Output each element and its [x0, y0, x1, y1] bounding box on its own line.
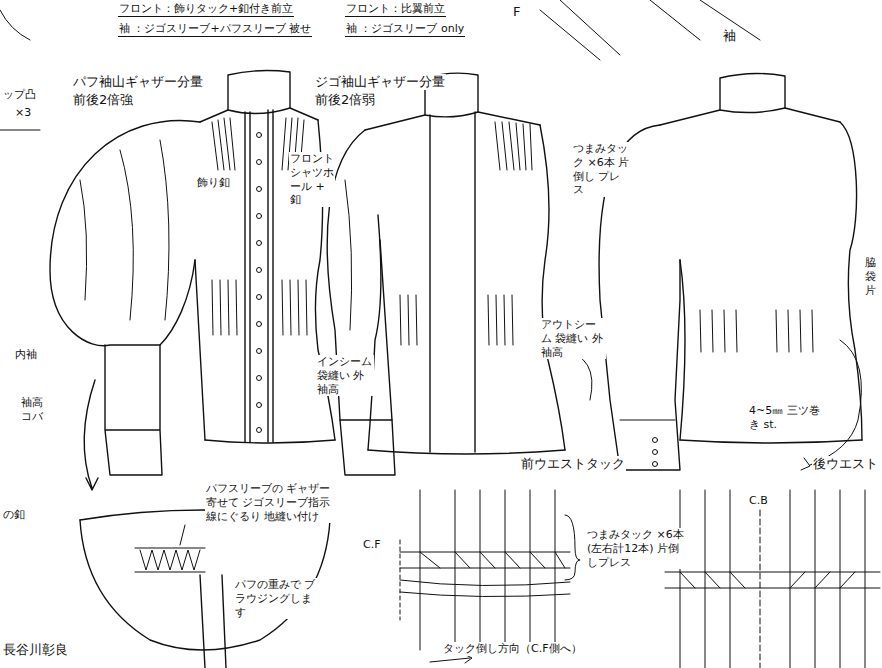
part-name: 袖 — [722, 28, 737, 44]
blouse-back-view — [560, 73, 862, 470]
button-note: の釦 — [2, 508, 26, 522]
gather-note: ジゴ袖山ギャザー分量 — [314, 74, 446, 90]
front-note: フロント シャツホール + 釦 — [289, 152, 335, 207]
tuck-note: つまみタック ×6本 (左右計12本) 片倒しプレス — [586, 528, 688, 569]
sleeve-detail-fragment — [540, 0, 760, 60]
button-note: 飾り釦 — [196, 176, 231, 190]
front-waist-tuck-detail — [400, 490, 580, 663]
count-note: ×3 — [14, 106, 32, 120]
hem-note: 4~5㎜ 三ツ巻き st. — [748, 404, 822, 432]
edge-note: 袖高 コバ — [20, 396, 58, 424]
puff-sleeve-blouse — [50, 71, 335, 490]
attach-note: パフスリーブの ギャザー寄せて ジゴスリーブ指示線にぐるり 地縫い付け — [205, 482, 339, 523]
puff-sleeve-detail — [80, 510, 330, 668]
seam-note: インシーム 袋縫い 外袖高 — [316, 355, 374, 396]
author-signature: 長谷川彰良 — [2, 642, 69, 658]
back-waist-tuck-detail — [665, 490, 880, 668]
gather-ratio: 前後2倍弱 — [314, 92, 376, 108]
detail-title: 前ウエストタック — [520, 456, 626, 472]
gather-ratio: 前後2倍強 — [72, 92, 134, 108]
side-note: 脇 袋 片 — [864, 256, 880, 297]
cut-edge-figure — [0, 10, 40, 130]
part-name: 内袖 — [14, 348, 38, 362]
header-note: フロント：比翼前立 — [345, 2, 446, 17]
center-mark: C.B — [748, 494, 769, 508]
header-note: フロント：飾りタック+釦付き前立 — [118, 2, 294, 17]
part-note: ップ凸 — [2, 88, 37, 102]
detail-title: 後ウエスト — [812, 456, 879, 472]
view-mark: F — [512, 4, 521, 20]
header-note: 袖 ：ジゴスリーブ only — [345, 22, 465, 37]
header-note: 袖 ：ジゴスリーブ+パフスリーブ 被せ — [118, 22, 312, 37]
seam-note: アウトシーム 袋縫い 外袖高 — [540, 318, 606, 359]
direction-note: タック倒し方向（C.F側へ） — [442, 642, 583, 656]
center-mark: C.F — [362, 538, 382, 552]
gather-note: パフ袖山ギャザー分量 — [72, 74, 204, 90]
gigot-sleeve-blouse — [327, 73, 565, 475]
tuck-note: つまみタック ×6本 片倒し プレス — [572, 142, 632, 197]
blousing-note: パフの重みで ブラウジングします — [234, 578, 320, 619]
